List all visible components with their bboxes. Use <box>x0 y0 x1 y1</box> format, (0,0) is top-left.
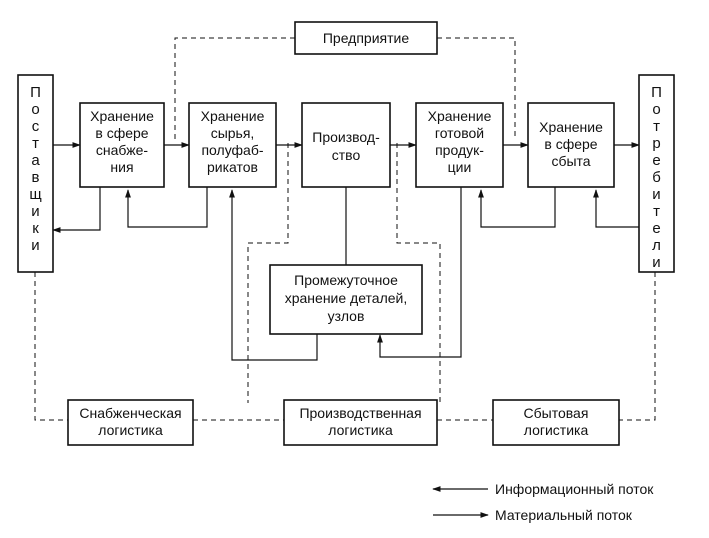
enterprise-box: Предприятие <box>294 21 438 55</box>
loop-raw-to-supply <box>125 187 208 228</box>
consumers-letter: л <box>652 237 661 254</box>
storage-finished-line: Хранение <box>428 108 492 124</box>
storage-supply-line: ния <box>110 159 133 175</box>
material-flow <box>53 142 640 265</box>
suppliers-letter: т <box>32 135 39 152</box>
storage-sales-line: Хранение <box>539 119 603 135</box>
logistics-sales-line: логистика <box>524 422 589 438</box>
production-box: Производ-ство <box>301 102 391 188</box>
storage-sales-line: сбыта <box>551 153 590 169</box>
production-line: Производ- <box>312 129 380 145</box>
storage-finished-line: ции <box>448 159 472 175</box>
intermediate-line: хранение деталей, <box>285 290 408 306</box>
suppliers-letter: о <box>31 101 39 118</box>
storage-supply-line: Хранение <box>90 108 154 124</box>
logistics-supply-line: Снабженческая <box>79 405 181 421</box>
consumers-letter: е <box>652 220 660 237</box>
storage-sales-line: в сфере <box>544 136 597 152</box>
intermediate-storage-box: Промежуточное хранение деталей, узлов <box>269 264 423 335</box>
suppliers-letter: с <box>32 118 40 135</box>
consumers-letter: е <box>652 152 660 169</box>
production-label: Производ-ство <box>312 129 380 163</box>
storage-raw-line: рикатов <box>207 159 258 175</box>
intermediate-line: Промежуточное <box>294 272 398 288</box>
logistics-sales-line: Сбытовая <box>524 405 589 421</box>
consumers-letter: и <box>652 254 660 271</box>
dash-enterprise-right <box>437 37 516 140</box>
logistics-supply-line: логистика <box>98 422 163 438</box>
legend: Информационный поток Материальный поток <box>432 481 654 523</box>
dash-enterprise-left <box>174 37 295 140</box>
dash-consumers-logistics <box>619 272 656 421</box>
storage-raw-line: полуфаб- <box>201 142 263 158</box>
consumers-letter: р <box>652 135 660 152</box>
consumers-letter: б <box>652 169 661 186</box>
logistics-production-line: Производственная <box>299 405 421 421</box>
production-line: ство <box>332 147 361 163</box>
suppliers-letter: к <box>32 220 39 237</box>
loop-sales-to-finished <box>478 187 556 228</box>
dash-suppliers-logistics <box>34 272 68 421</box>
dash-production-left <box>247 143 289 403</box>
consumers-letter: о <box>652 101 660 118</box>
loop-finished-to-intermediate <box>377 187 462 358</box>
intermediate-storage-label: Промежуточное хранение деталей, узлов <box>285 272 408 324</box>
loop-intermediate-to-raw <box>229 189 318 361</box>
storage-finished-line: продук- <box>435 142 484 158</box>
enterprise-label: Предприятие <box>323 30 409 46</box>
logistics-production-line: логистика <box>328 422 393 438</box>
intermediate-line: узлов <box>328 308 365 324</box>
dashed-links <box>34 37 656 421</box>
storage-supply-line: снабже- <box>96 142 149 158</box>
consumers-letter: и <box>652 186 660 203</box>
suppliers-letter: П <box>30 84 41 101</box>
dash-production-right <box>396 143 441 403</box>
consumers-letter: т <box>653 203 660 220</box>
suppliers-letter: в <box>32 169 40 186</box>
information-flow <box>52 187 639 361</box>
storage-raw-line: сырья, <box>211 125 255 141</box>
loop-consumers-to-sales <box>593 189 639 228</box>
suppliers-letter: а <box>31 152 40 169</box>
suppliers-letter: и <box>31 203 39 220</box>
consumers-letter: т <box>653 118 660 135</box>
storage-supply-line: в сфере <box>95 125 148 141</box>
suppliers-letter: щ <box>29 186 41 203</box>
loop-supply-to-suppliers <box>52 187 101 233</box>
storage-finished-line: готовой <box>435 125 484 141</box>
consumers-letter: П <box>651 84 662 101</box>
suppliers-letter: и <box>31 237 39 254</box>
storage-raw-line: Хранение <box>201 108 265 124</box>
legend-material-label: Материальный поток <box>495 507 633 523</box>
legend-info-label: Информационный поток <box>495 481 654 497</box>
